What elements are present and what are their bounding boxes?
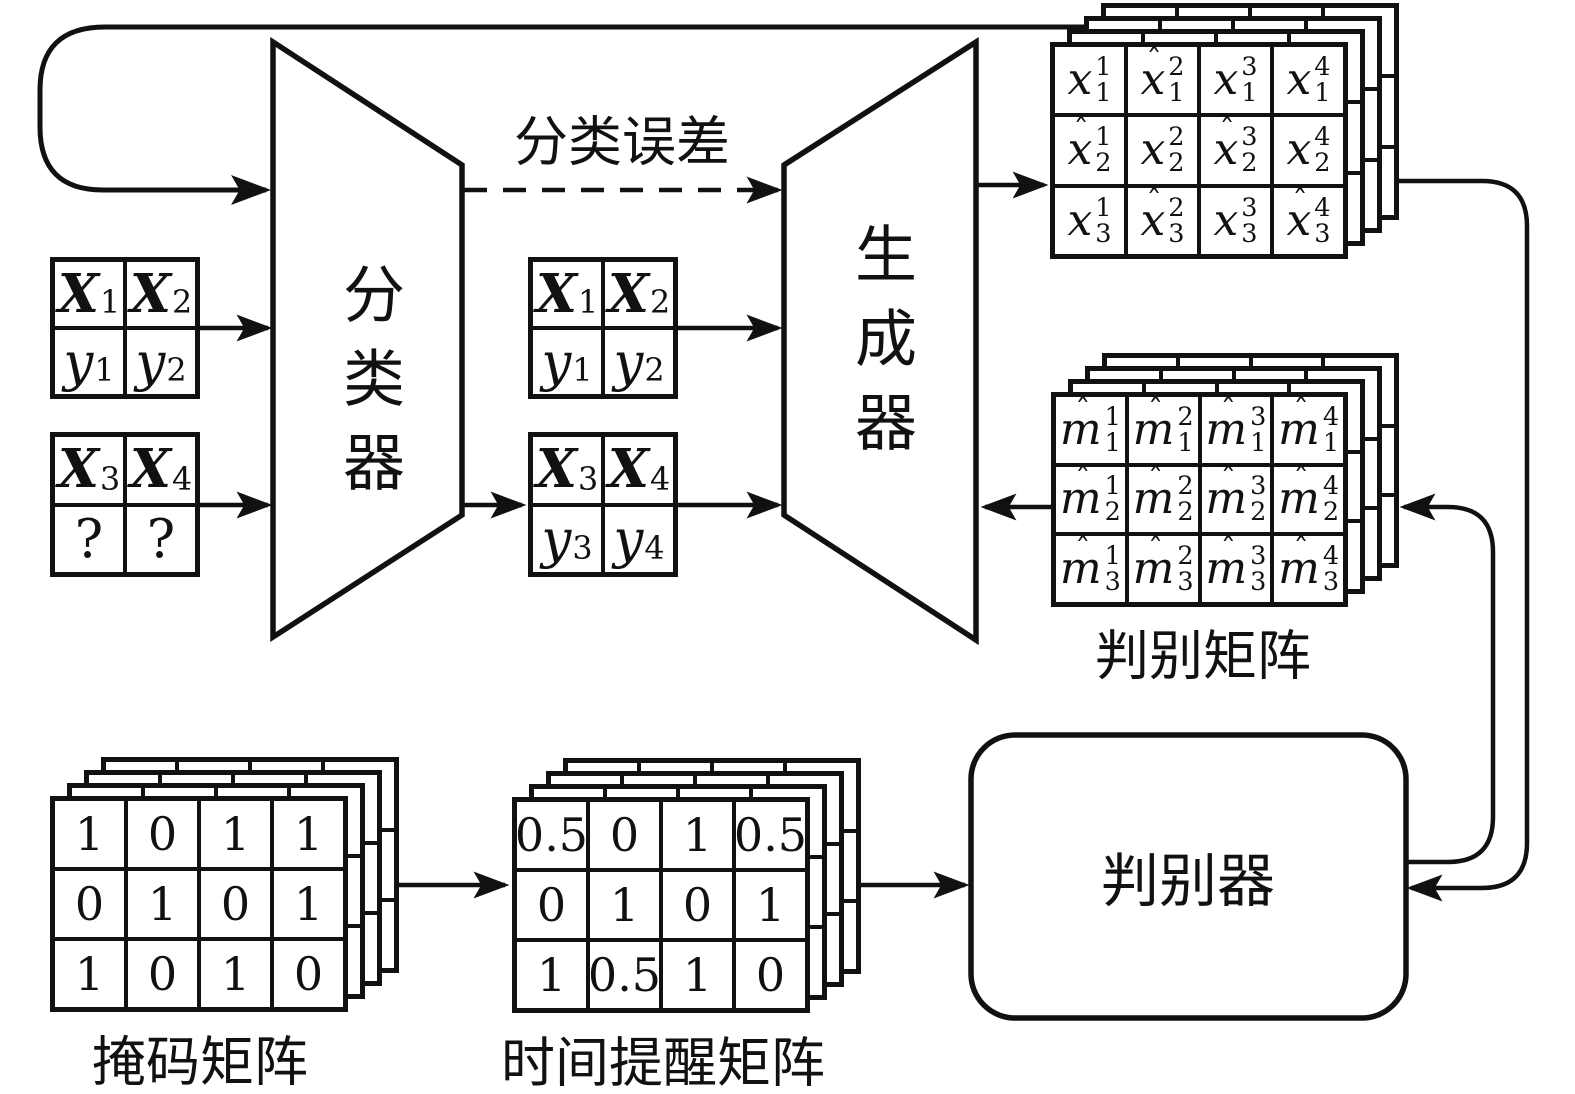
discrimination-matrix-label: 判别矩阵 bbox=[1095, 624, 1311, 688]
generator-label: 生成器 bbox=[844, 222, 917, 474]
classification-error-label: 分类误差 bbox=[514, 110, 730, 174]
matrix-cell: 1 bbox=[199, 939, 272, 1009]
matrix-cell: 0 bbox=[661, 870, 734, 940]
feedback-arrow bbox=[37, 24, 1084, 205]
matrix-cell: ? bbox=[125, 504, 197, 574]
matrix-cell: 0 bbox=[199, 869, 272, 939]
time-reminder-matrix-label: 时间提醒矩阵 bbox=[501, 1031, 825, 1094]
matrix-cell: 1 bbox=[588, 870, 661, 940]
discriminator-box bbox=[968, 732, 1409, 1021]
discriminator-label: 判别器 bbox=[1100, 847, 1276, 915]
matrix-cell: 0 bbox=[588, 800, 661, 870]
matrix-cell: 0 bbox=[272, 939, 345, 1009]
classifier-trapezoid bbox=[270, 36, 465, 643]
matrix-cell: 0.5 bbox=[734, 800, 807, 870]
matrix-cell: 1 bbox=[661, 940, 734, 1010]
matrix-cell: ? bbox=[53, 504, 125, 574]
mask-matrix-label: 掩码矩阵 bbox=[92, 1030, 308, 1094]
matrix-cell: 1 bbox=[661, 800, 734, 870]
matrix-cell: 0.5 bbox=[588, 940, 661, 1010]
matrix-cell: 1 bbox=[126, 869, 199, 939]
matrix-cell: 0 bbox=[126, 799, 199, 869]
arrow-discriminator-to-mhat bbox=[1399, 493, 1496, 865]
matrix-cell: 1 bbox=[199, 799, 272, 869]
matrix-cell: 1 bbox=[272, 799, 345, 869]
matrix-cell: 0.5 bbox=[515, 800, 588, 870]
matrix-cell: 0 bbox=[126, 939, 199, 1009]
matrix-cell: 0 bbox=[53, 869, 126, 939]
classifier-label: 分类器 bbox=[332, 262, 405, 514]
matrix-cell: 1 bbox=[53, 799, 126, 869]
matrix-cell: 1 bbox=[734, 870, 807, 940]
matrix-cell: 1 bbox=[515, 940, 588, 1010]
matrix-cell: 0 bbox=[734, 940, 807, 1010]
generator-trapezoid bbox=[781, 36, 979, 646]
matrix-cell: 0 bbox=[515, 870, 588, 940]
matrix-cell: 1 bbox=[53, 939, 126, 1009]
matrix-cell: 1 bbox=[272, 869, 345, 939]
arrow-xhat-to-discriminator bbox=[1399, 178, 1530, 902]
